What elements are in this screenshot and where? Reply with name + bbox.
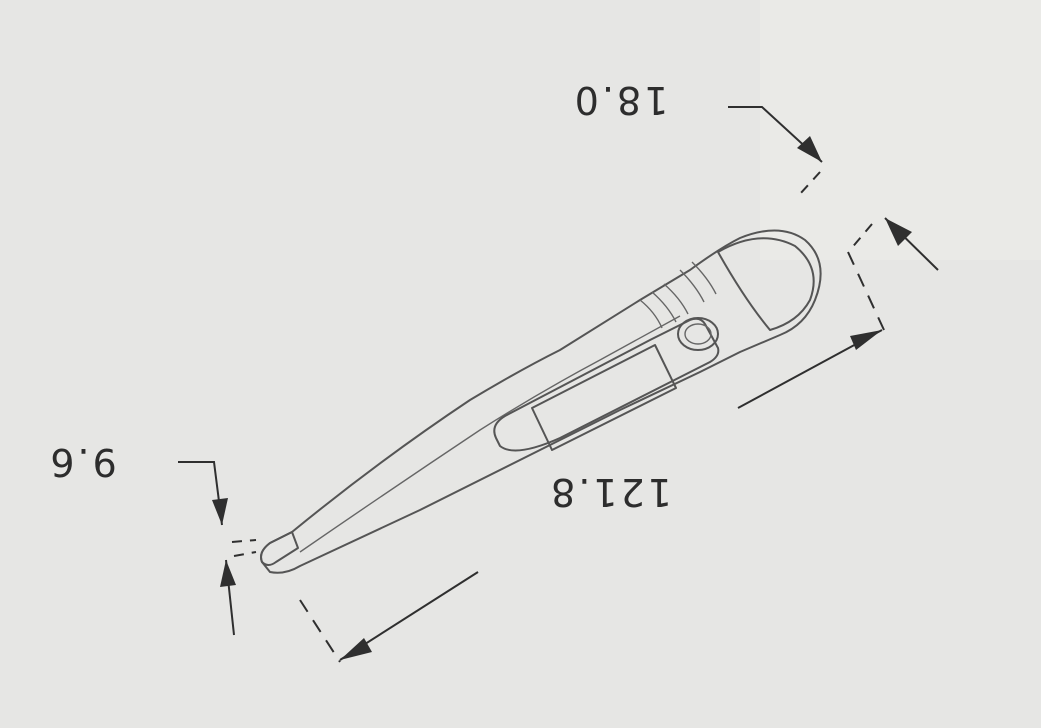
length-label: 121.8 — [548, 470, 672, 514]
power-button — [677, 317, 719, 351]
grip-ring-2 — [651, 291, 677, 323]
power-button-inner — [684, 323, 712, 345]
grip-ring-1 — [639, 299, 663, 329]
display-frame — [493, 317, 720, 452]
head-cap — [717, 237, 815, 331]
grip-ring-5 — [691, 261, 717, 295]
length-arrow-left — [340, 638, 372, 660]
thermometer-body — [260, 229, 822, 574]
head-width-label: 18.0 — [572, 78, 669, 122]
dimension-length: 121.8 — [299, 251, 885, 663]
tip-width-arrow-bottom — [220, 560, 236, 587]
length-arrow-right — [850, 330, 882, 350]
body-inner-contour — [299, 315, 681, 553]
grip-ring-4 — [679, 269, 705, 303]
dimension-tip-width: 9.6 — [47, 440, 257, 636]
tip-width-label: 9.6 — [47, 440, 116, 484]
tip-width-arrow-top — [212, 498, 228, 525]
head-width-ext-1 — [799, 171, 821, 195]
dimension-head-width: 18.0 — [572, 78, 939, 271]
grip-ring-3 — [663, 283, 689, 315]
head-width-arrow-top — [797, 136, 822, 162]
length-ext-left — [299, 599, 341, 663]
head-width-ext-2 — [849, 223, 873, 251]
paper-highlight — [760, 0, 1041, 260]
tip-width-ext-1 — [231, 539, 257, 543]
probe-tip — [260, 531, 299, 566]
head-width-arrow-bottom — [885, 218, 912, 246]
tip-width-ext-2 — [233, 551, 257, 557]
thermometer — [260, 229, 822, 574]
lcd-screen — [531, 344, 677, 451]
